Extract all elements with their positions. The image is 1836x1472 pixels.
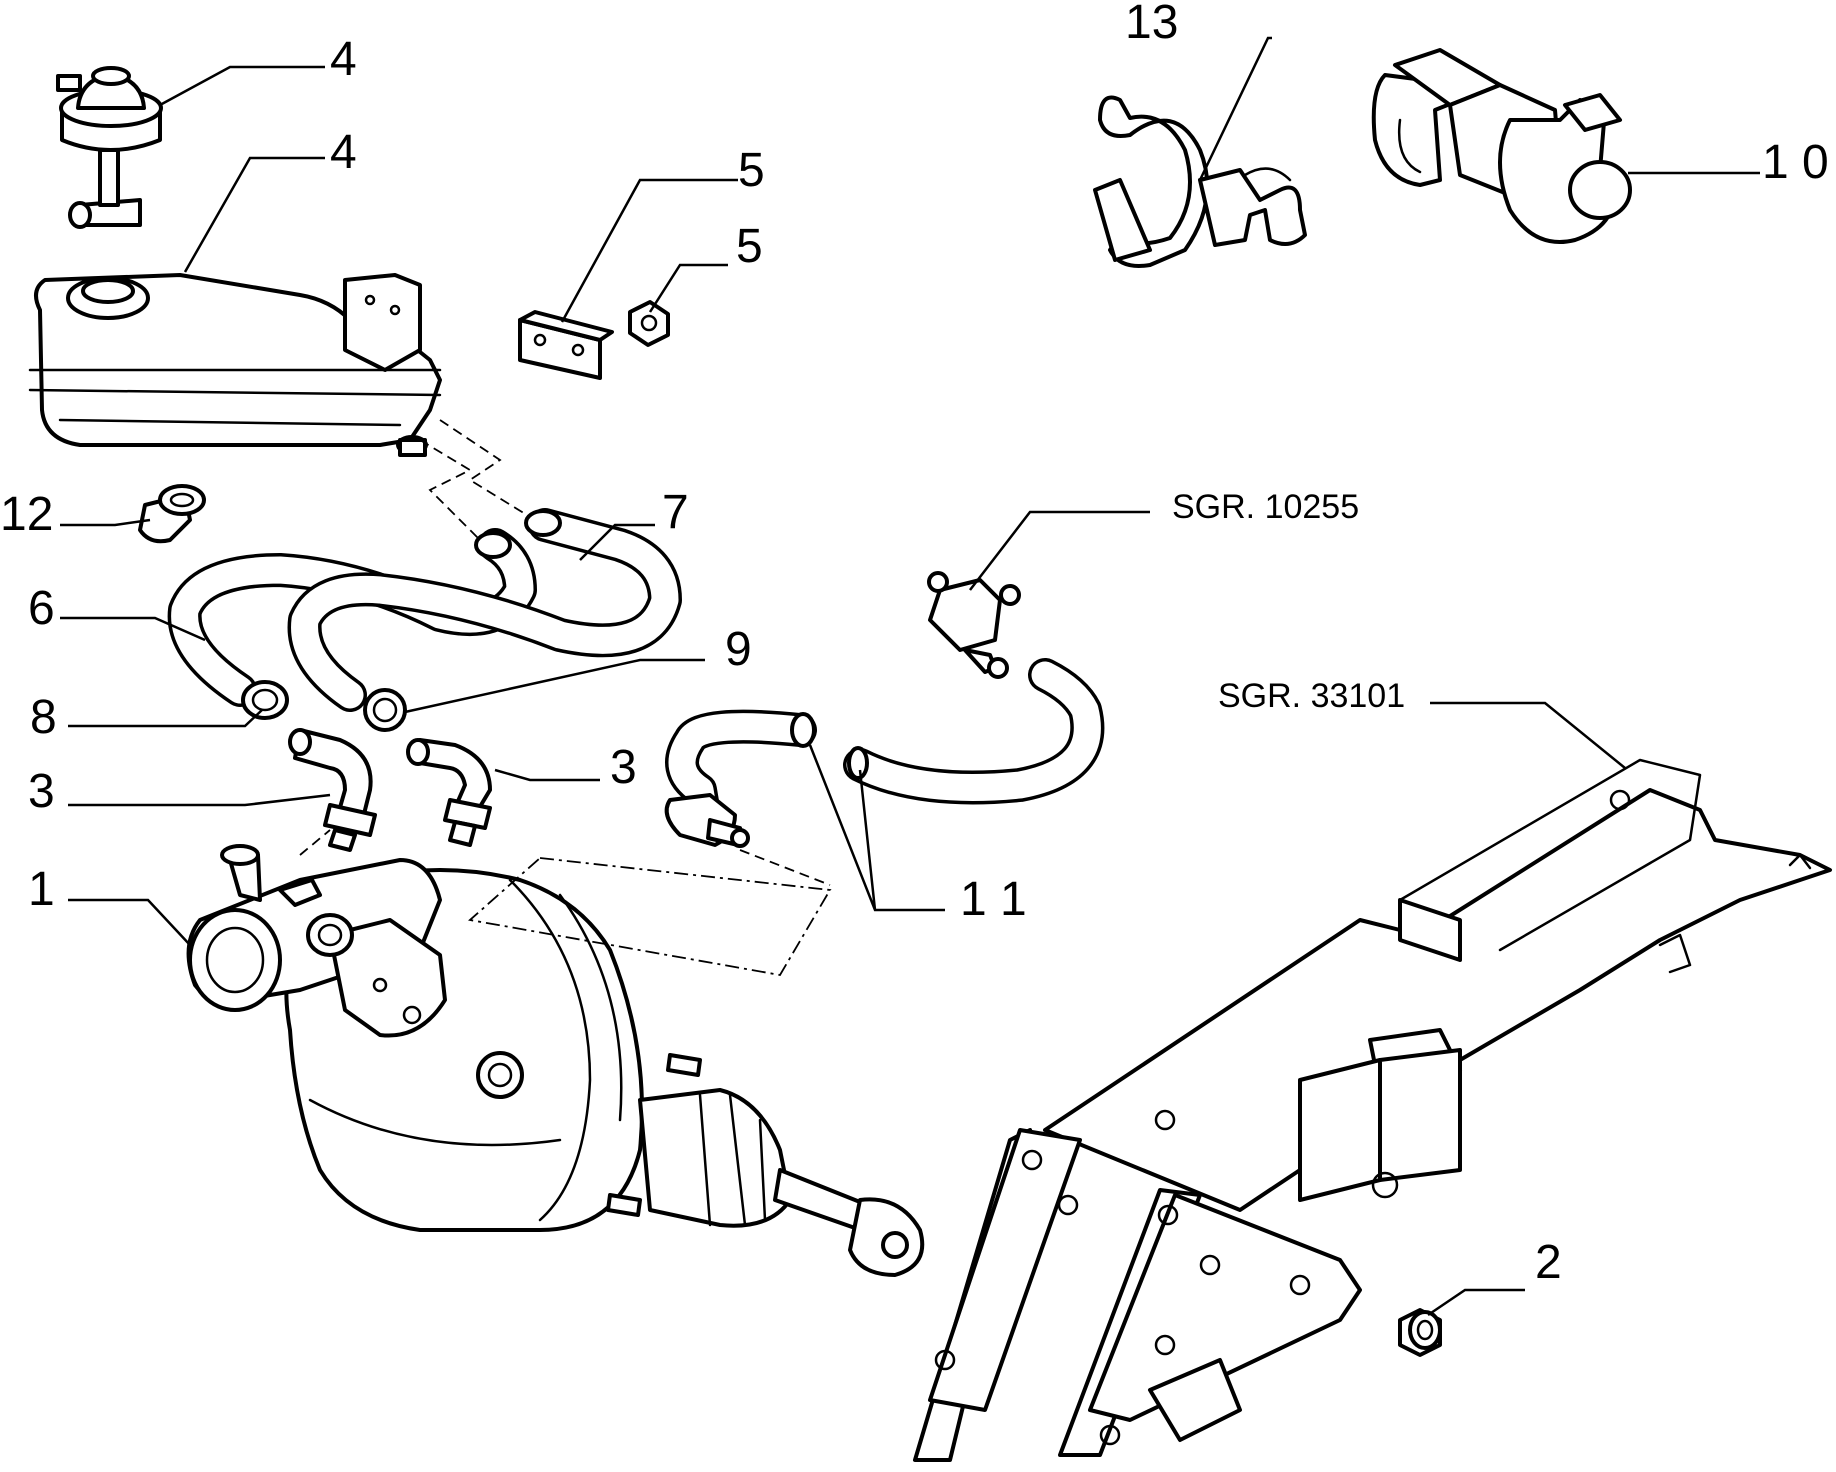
reservoir-guide-lines bbox=[419, 419, 536, 556]
callout-7: 4 bbox=[330, 33, 357, 86]
reference-sgr-33101: SGR. 33101 bbox=[1218, 677, 1405, 715]
callout-6: 4 bbox=[330, 126, 357, 179]
callout-12: 12 bbox=[0, 488, 53, 541]
callout-3-right: 3 bbox=[610, 741, 637, 794]
reference-sgr-10255: SGR. 10255 bbox=[1172, 488, 1359, 526]
callout-5-left: 8 bbox=[30, 691, 57, 744]
callout-9: 5 bbox=[738, 144, 765, 197]
callout-4-left: 6 bbox=[28, 582, 55, 635]
part-7-reservoir-cap bbox=[56, 66, 163, 229]
callout-1: 1 bbox=[28, 863, 55, 916]
pedal-bracket-assembly bbox=[913, 758, 1832, 1462]
leader-lines bbox=[60, 36, 1760, 1317]
part-11-double-clip bbox=[1371, 48, 1632, 244]
part-4-hoses bbox=[167, 508, 682, 712]
part-1-brake-booster bbox=[186, 829, 925, 1277]
part-5-hose-clamps bbox=[241, 680, 407, 732]
callout-3-left: 3 bbox=[28, 765, 55, 818]
callout-10: 1 1 bbox=[960, 873, 1027, 926]
callout-2: 2 bbox=[1535, 1236, 1562, 1289]
part-13-hose-clip bbox=[1093, 95, 1307, 268]
callout-13: 13 bbox=[1125, 0, 1178, 49]
part-6-fluid-reservoir bbox=[28, 273, 442, 457]
part-10-vacuum-pipe bbox=[664, 571, 1105, 886]
callout-5-right: 9 bbox=[725, 623, 752, 676]
part-2-nut bbox=[1398, 1308, 1442, 1357]
callout-11: 1 0 bbox=[1762, 136, 1829, 189]
part-8-nut bbox=[628, 300, 670, 347]
callout-labels: 4 4 5 5 13 1 0 12 7 6 9 8 3 3 1 1 1 2 SG… bbox=[0, 0, 1829, 1289]
part-9-mounting-plate bbox=[518, 310, 614, 380]
callout-8: 5 bbox=[736, 220, 763, 273]
part-3-elbow-connectors bbox=[288, 728, 492, 852]
callout-4-right: 7 bbox=[662, 486, 689, 539]
part-12-grommet bbox=[138, 484, 206, 544]
